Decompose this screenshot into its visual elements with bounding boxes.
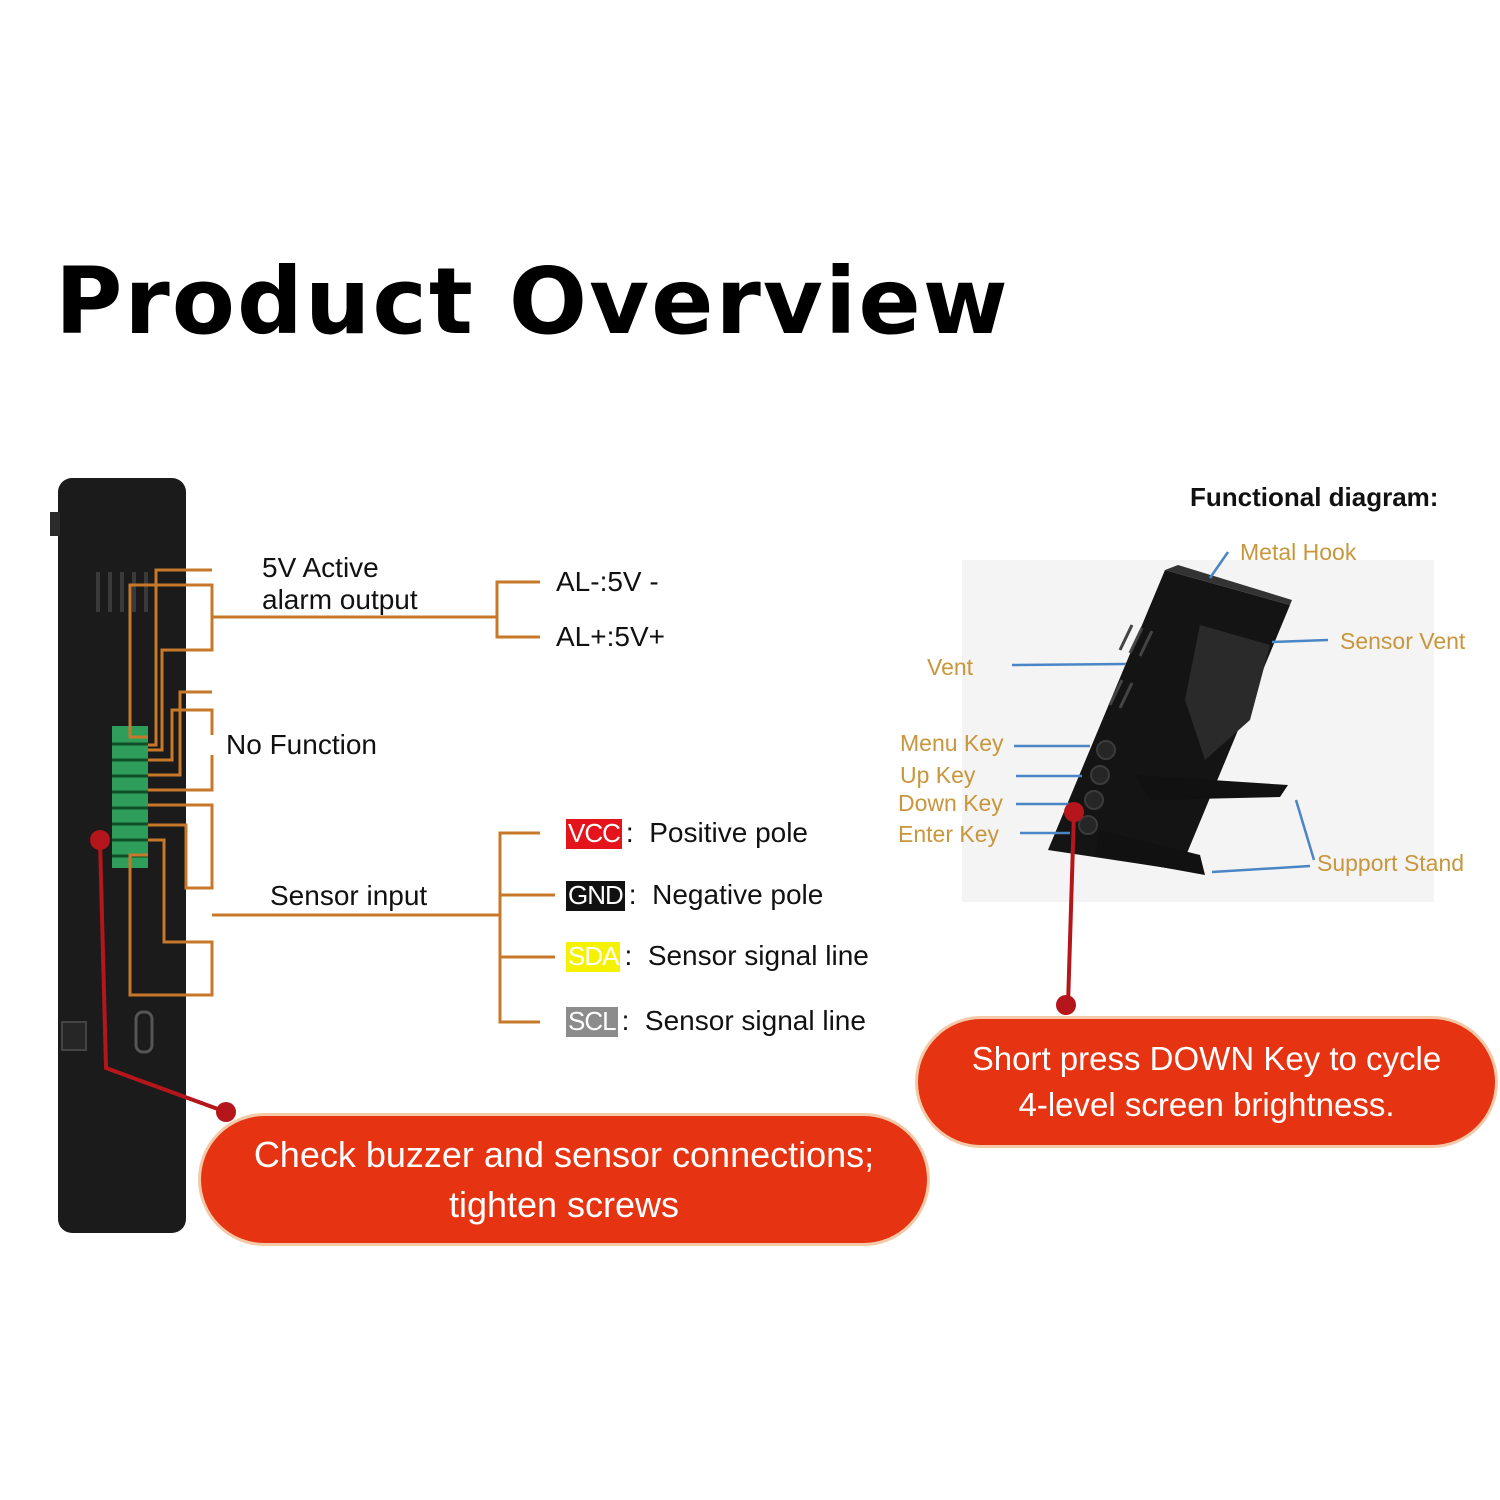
functional-diagram-heading: Functional diagram: <box>1190 482 1439 512</box>
device-3d-view <box>962 560 1434 902</box>
device-side-view <box>50 478 186 1233</box>
pin-sep: : <box>625 817 634 848</box>
pin-row-scl: SCL: Sensor signal line <box>566 1005 866 1037</box>
sensor-vent-label: Sensor Vent <box>1340 628 1466 654</box>
alarm-output-line2: alarm output <box>262 584 418 616</box>
nofunc-bracket-top <box>148 708 214 762</box>
sensor-bracket-b <box>128 838 214 997</box>
pointer-right-end-dot <box>1056 995 1076 1015</box>
pointer-right-start-dot <box>1064 802 1084 822</box>
leader-sensor-vent <box>1271 638 1329 644</box>
leader-lines <box>1011 551 1329 874</box>
usb-c-port <box>134 1010 154 1054</box>
al-plus-label: AL+:5V+ <box>556 621 665 652</box>
pointer-left <box>98 839 227 1114</box>
sensor-bracket-a <box>148 803 214 890</box>
device-3d-back-panel <box>1185 625 1270 760</box>
metal-hook-label: Metal Hook <box>1240 539 1357 565</box>
down-key-label: Down Key <box>898 790 1003 816</box>
callout-pointers <box>90 802 1084 1122</box>
leader-stand-upper <box>1294 799 1316 861</box>
pin-desc-vcc: Positive pole <box>649 817 809 848</box>
pin-sep: : <box>621 1005 630 1036</box>
pin-row-gnd: GND: Negative pole <box>566 879 823 911</box>
terminal-block <box>112 726 148 868</box>
alarm-output-line1: 5V Active <box>262 552 379 583</box>
support-stand-upper <box>1135 775 1288 800</box>
callout-right-line1: Short press DOWN Key to cycle <box>971 1040 1442 1078</box>
callout-left-line2: tighten screws <box>448 1183 680 1225</box>
pointer-right <box>1066 811 1076 1006</box>
device-latch <box>61 1021 87 1051</box>
nofunc-bracket-bottom <box>148 755 214 792</box>
alarm-bracket-inner <box>148 568 212 747</box>
pin-desc-scl: Sensor signal line <box>644 1005 866 1036</box>
vent-slots <box>96 572 148 612</box>
up-key-label: Up Key <box>900 762 976 788</box>
sensor-split-bar <box>498 831 540 1024</box>
sensor-input-label: Sensor input <box>270 880 428 911</box>
pin-row-vcc: VCC: Positive pole <box>566 817 808 849</box>
leader-vent <box>1011 662 1127 667</box>
no-function-label: No Function <box>226 729 377 760</box>
pin-sep: : <box>628 879 637 910</box>
support-stand-label: Support Stand <box>1317 850 1465 876</box>
wiring-lines <box>128 568 555 1024</box>
nofunc-bracket-top2 <box>148 690 212 777</box>
page-title: Product Overview <box>55 248 1010 355</box>
al-minus-label: AL-:5V - <box>556 566 659 597</box>
pointer-left-start-dot <box>90 830 110 850</box>
menu-key-label: Menu Key <box>900 730 1004 756</box>
pin-desc-sda: Sensor signal line <box>647 940 869 971</box>
device-3d-vents <box>1108 624 1154 709</box>
callout-right-line2: 4-level screen brightness. <box>1018 1086 1395 1123</box>
callout-down-key-brightness: Short press DOWN Key to cycle 4-level sc… <box>915 1016 1498 1148</box>
pin-tag-scl: SCL <box>566 1006 618 1037</box>
pin-row-sda: SDA: Sensor signal line <box>566 940 869 972</box>
leader-stand-lower <box>1211 864 1311 874</box>
leader-metal-hook <box>1208 551 1230 579</box>
pin-desc-gnd: Negative pole <box>652 879 824 910</box>
callout-left-line1: Check buzzer and sensor connections; <box>253 1133 875 1175</box>
pin-sep: : <box>624 940 633 971</box>
pin-tag-gnd: GND <box>566 880 625 911</box>
pointer-left-end-dot <box>216 1102 236 1122</box>
pin-tag-vcc: VCC <box>566 818 622 849</box>
support-stand-lower <box>1095 830 1205 875</box>
alarm-split <box>495 580 540 639</box>
device-side-button <box>50 512 60 536</box>
vent-label: Vent <box>927 654 974 680</box>
enter-key-label: Enter Key <box>898 821 999 847</box>
alarm-output-label: 5V Active alarm output <box>262 552 418 616</box>
callout-check-connections: Check buzzer and sensor connections; tig… <box>198 1113 930 1246</box>
device-3d-keys <box>1078 740 1116 835</box>
pin-tag-sda: SDA <box>566 941 621 972</box>
